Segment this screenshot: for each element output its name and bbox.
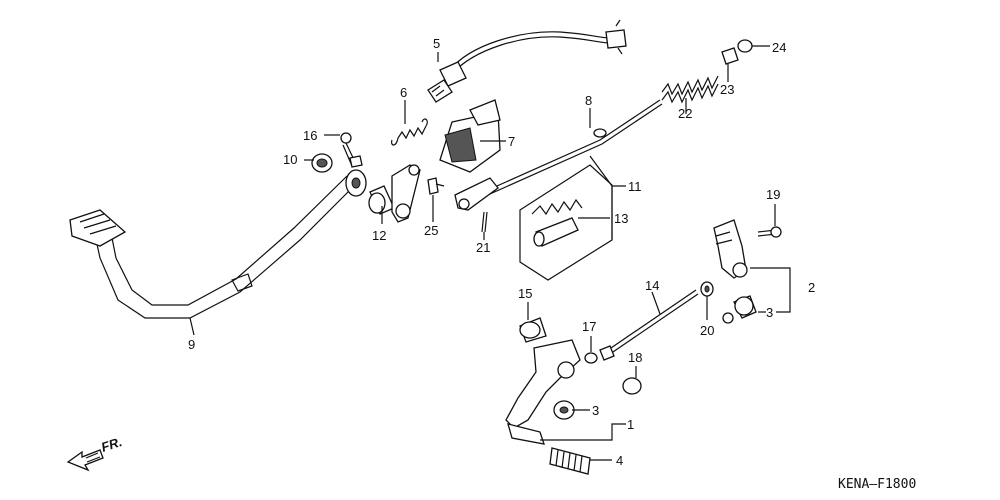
bushing-12 (368, 164, 421, 223)
callout-24: 24 (772, 40, 786, 55)
pin-21 (481, 211, 488, 233)
spring-6 (391, 118, 428, 146)
nut-24 (737, 39, 753, 53)
joint-3-lower (553, 400, 575, 420)
bracket-7 (439, 99, 501, 173)
bolt-16 (340, 132, 363, 168)
callout-22: 22 (678, 106, 692, 121)
callout-20: 20 (700, 323, 714, 338)
bolt-19 (757, 226, 782, 238)
brake-arm-2 (713, 219, 748, 279)
brake-pedal (69, 169, 367, 319)
callout-8: 8 (585, 93, 592, 108)
joint-3-upper (722, 295, 757, 324)
callout-12: 12 (372, 228, 386, 243)
callout-14: 14 (645, 278, 659, 293)
rod-14 (599, 289, 699, 361)
callout-2: 2 (808, 280, 815, 295)
callout-6: 6 (400, 85, 407, 100)
callout-4: 4 (616, 453, 623, 468)
callout-13: 13 (614, 211, 628, 226)
callout-11: 11 (628, 179, 642, 194)
diagram-code: KENA–F1800 (838, 477, 916, 492)
switch-5 (427, 19, 627, 103)
leader-lines (189, 45, 791, 461)
callout-1: 1 (627, 417, 634, 432)
callout-labels: 1 2 3 3 4 5 6 7 8 9 10 11 12 13 14 15 16… (188, 36, 815, 468)
spring-kit-11 (519, 164, 613, 281)
spring-22 (661, 75, 719, 104)
callout-10: 10 (283, 152, 297, 167)
callout-3-lower: 3 (592, 403, 599, 418)
callout-25: 25 (424, 223, 438, 238)
washer-20 (700, 281, 714, 297)
step-arm-1 (505, 339, 581, 445)
clip-25 (427, 177, 445, 195)
callout-21: 21 (476, 240, 490, 255)
callout-3-upper: 3 (766, 305, 773, 320)
callout-5: 5 (433, 36, 440, 51)
callout-18: 18 (628, 350, 642, 365)
callout-7: 7 (508, 134, 515, 149)
nut-18 (622, 377, 642, 395)
cap-23 (721, 47, 739, 65)
callout-19: 19 (766, 187, 780, 202)
bolt-15 (519, 317, 547, 343)
nut-17 (584, 352, 598, 364)
callout-23: 23 (720, 82, 734, 97)
callout-17: 17 (582, 319, 596, 334)
rubber-4 (549, 447, 591, 475)
direction-label: FR. (99, 434, 124, 455)
callout-16: 16 (303, 128, 317, 143)
nut-10 (311, 153, 333, 173)
cable-8 (454, 99, 663, 211)
front-direction-arrow: FR. (66, 434, 124, 472)
callout-15: 15 (518, 286, 532, 301)
callout-9: 9 (188, 337, 195, 352)
